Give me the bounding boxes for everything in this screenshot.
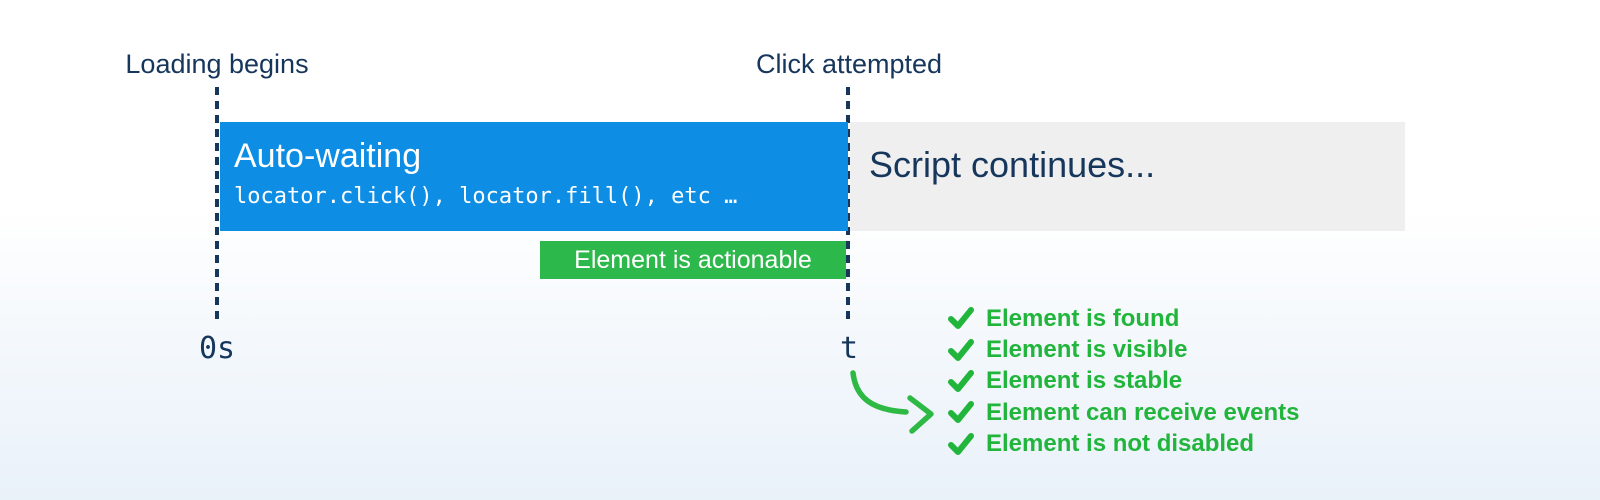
auto-waiting-title: Auto-waiting — [234, 137, 422, 175]
check-icon — [948, 338, 974, 361]
checklist-item-label: Element is found — [986, 304, 1180, 332]
checklist-item-label: Element can receive events — [986, 398, 1300, 426]
checklist-item-label: Element is not disabled — [986, 430, 1255, 458]
checklist-item: Element can receive events — [947, 397, 1300, 428]
checklist-item-label: Element is stable — [986, 367, 1183, 395]
checklist-item-label: Element is visible — [986, 336, 1188, 364]
tick-0s: 0s — [198, 331, 236, 366]
actionability-checklist: Element is found Element is visible Elem… — [947, 303, 1300, 460]
auto-waiting-code: locator.click(), locator.fill(), etc … — [234, 184, 738, 209]
checklist-item: Element is stable — [947, 366, 1300, 397]
element-actionable-label: Element is actionable — [574, 245, 812, 274]
check-icon — [948, 401, 974, 424]
checklist-item: Element is not disabled — [947, 429, 1300, 460]
script-continues-label: Script continues... — [869, 144, 1156, 185]
loading-begins-label: Loading begins — [125, 49, 309, 79]
check-icon — [948, 307, 974, 330]
tick-t: t — [839, 331, 859, 366]
checklist-item: Element is found — [947, 303, 1300, 334]
click-attempted-dashed-line — [846, 87, 850, 320]
checklist-item: Element is visible — [947, 334, 1300, 365]
script-continues-bar: Script continues... — [850, 122, 1405, 231]
loading-begins-dashed-line — [215, 87, 219, 320]
auto-waiting-bar: Auto-waiting locator.click(), locator.fi… — [220, 122, 848, 231]
click-attempted-label: Click attempted — [755, 49, 943, 79]
element-actionable-badge: Element is actionable — [540, 241, 846, 279]
check-icon — [948, 432, 974, 455]
check-icon — [948, 369, 974, 392]
curved-arrow-icon — [830, 360, 950, 440]
